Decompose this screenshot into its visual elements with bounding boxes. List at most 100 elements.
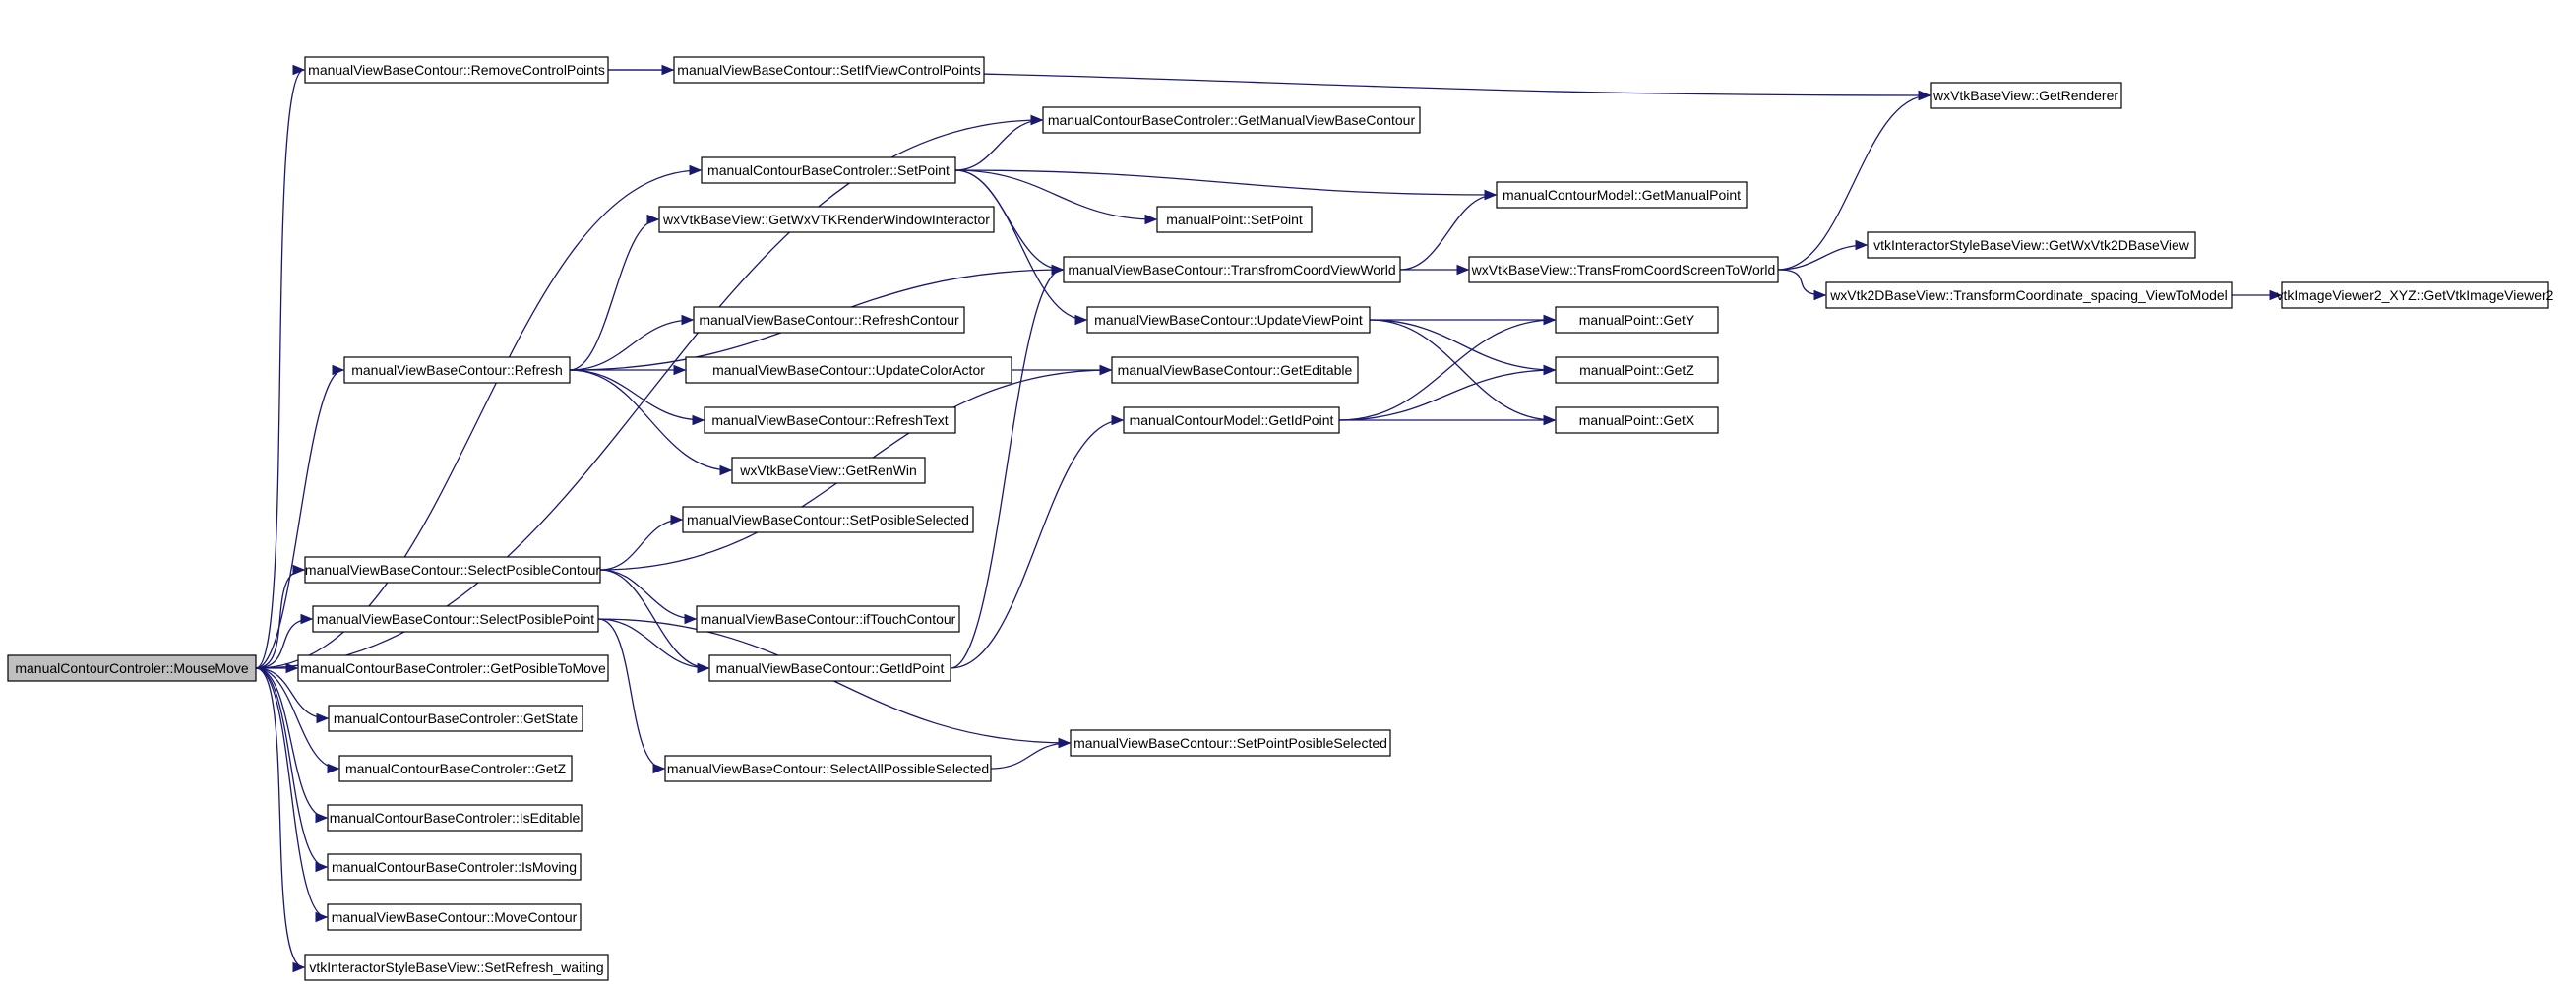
node-manualviewbasecontour-setifviewcontrolpoints[interactable]: manualViewBaseContour::SetIfViewControlP… [673,56,985,84]
node-label: manualViewBaseContour::SelectPosiblePoin… [317,611,594,627]
node-box [708,654,951,682]
node-label: wxVtkBaseView::GetRenderer [1932,88,2118,103]
node-label: manualViewBaseContour::RefreshContour [699,312,959,328]
node-label: manualViewBaseContour::GetEditable [1118,362,1353,378]
node-box [328,705,583,732]
node-manualviewbasecontour-selectallpossibleselected[interactable]: manualViewBaseContour::SelectAllPossible… [664,755,992,782]
node-label: manualViewBaseContour::UpdateColorActor [712,362,985,378]
node-manualviewbasecontour-refreshcontour[interactable]: manualViewBaseContour::RefreshContour [693,306,965,334]
node-label: manualViewBaseContour::SetPointPosibleSe… [1073,735,1387,751]
arrowhead [681,314,695,326]
node-manualviewbasecontour-updatecoloractor[interactable]: manualViewBaseContour::UpdateColorActor [685,356,1012,384]
node-manualviewbasecontour-getidpoint[interactable]: manualViewBaseContour::GetIdPoint [708,654,951,682]
node-box [1123,406,1340,434]
node-manualviewbasecontour-iftouchcontour[interactable]: manualViewBaseContour::ifTouchContour [696,605,960,633]
node-label: manualContourModel::GetIdPoint [1130,412,1334,428]
node-label: vtkImageViewer2_XYZ::GetVtkImageViewer2 [2277,287,2554,303]
node-label: manualViewBaseContour::SelectAllPossible… [667,761,989,776]
node-label: manualViewBaseContour::TransfromCoordVie… [1068,262,1395,278]
node-wxvtkbaseview-getwxvtkrenderwindowinteractor[interactable]: wxVtkBaseView::GetWxVTKRenderWindowInter… [658,206,995,233]
node-manualcontourmodel-getidpoint[interactable]: manualContourModel::GetIdPoint [1123,406,1340,434]
node-vtkinteractorstylebaseview-setrefresh-waiting[interactable]: vtkInteractorStyleBaseView::SetRefresh_w… [304,954,609,981]
node-manualpoint-setpoint[interactable]: manualPoint::SetPoint [1156,206,1313,233]
node-box [701,156,956,184]
node-box [1063,256,1401,283]
node-label: manualViewBaseContour::RemoveControlPoin… [308,62,605,78]
node-manualcontourmodel-getmanualpoint[interactable]: manualContourModel::GetManualPoint [1496,181,1748,209]
node-label: wxVtkBaseView::GetWxVTKRenderWindowInter… [662,212,990,227]
node-manualviewbasecontour-movecontour[interactable]: manualViewBaseContour::MoveContour [327,903,582,931]
node-box [1555,306,1719,334]
edge-n0-n35 [255,667,328,819]
edge-n26-n25 [599,519,683,571]
node-box [327,853,582,881]
node-manualcontourbasecontroler-getz[interactable]: manualContourBaseControler::GetZ [338,755,573,782]
edge-n15-n20 [1369,319,1556,371]
node-box [1111,356,1359,384]
node-manualviewbasecontour-setposibleselected[interactable]: manualViewBaseContour::SetPosibleSelecte… [682,506,974,533]
edge-n0-n17 [255,369,344,669]
node-box [696,605,960,633]
node-box [1468,256,1779,283]
edge-n30-n9 [950,269,1064,669]
node-manualcontourbasecontroler-setpoint[interactable]: manualContourBaseControler::SetPoint [701,156,956,184]
node-label: manualPoint::GetY [1579,312,1695,328]
edge-n9-n6 [1399,194,1497,271]
node-manualviewbasecontour-refresh[interactable]: manualViewBaseContour::Refresh [343,356,571,384]
arrowhead [1543,364,1557,376]
node-manualviewbasecontour-setpointposibleselected[interactable]: manualViewBaseContour::SetPointPosibleSe… [1070,729,1391,757]
node-manualviewbasecontour-geteditable[interactable]: manualViewBaseContour::GetEditable [1111,356,1359,384]
node-wxvtkbaseview-getrenderer[interactable]: wxVtkBaseView::GetRenderer [1930,82,2122,109]
node-manualpoint-getx[interactable]: manualPoint::GetX [1555,406,1719,434]
node-label: vtkInteractorStyleBaseView::SetRefresh_w… [309,959,603,975]
node-box [658,206,995,233]
node-vtkimageviewer2-xyz-getvtkimageviewer2[interactable]: vtkImageViewer2_XYZ::GetVtkImageViewer2 [2277,281,2554,309]
node-box [327,804,583,832]
node-manualcontourbasecontroler-ismoving[interactable]: manualContourBaseControler::IsMoving [327,853,582,881]
node-label: manualContourModel::GetManualPoint [1503,187,1741,203]
node-manualcontourcontroler-mousemove[interactable]: manualContourControler::MouseMove [7,654,257,682]
edge-n17-n14 [569,319,694,371]
arrowhead [1030,114,1044,126]
node-manualviewbasecontour-refreshtext[interactable]: manualViewBaseContour::RefreshText [704,406,956,434]
edge-n0-n5 [255,169,702,669]
edge-n26-n30 [599,569,709,669]
node-manualcontourbasecontroler-iseditable[interactable]: manualContourBaseControler::IsEditable [327,804,583,832]
node-vtkinteractorstylebaseview-getwxvtk2dbaseview[interactable]: vtkInteractorStyleBaseView::GetWxVtk2DBa… [1867,231,2196,259]
arrowhead [316,712,330,724]
node-manualviewbasecontour-transfromcoordviewworld[interactable]: manualViewBaseContour::TransfromCoordVie… [1063,256,1401,283]
node-manualviewbasecontour-selectposiblepoint[interactable]: manualViewBaseContour::SelectPosiblePoin… [312,605,599,633]
arrowhead [652,763,666,774]
node-box [304,556,601,584]
node-wxvtkbaseview-transfromcoordscreentoworld[interactable]: wxVtkBaseView::TransFromCoordScreenToWor… [1468,256,1779,283]
node-manualpoint-getz[interactable]: manualPoint::GetZ [1555,356,1719,384]
node-box [685,356,1012,384]
node-label: manualContourBaseControler::IsMoving [332,859,577,875]
node-wxvtkbaseview-getrenwin[interactable]: wxVtkBaseView::GetRenWin [731,457,926,484]
edge-n0-n31 [255,667,329,719]
arrowhead [1058,737,1072,749]
node-box [1825,281,2233,309]
node-manualviewbasecontour-updateviewpoint[interactable]: manualViewBaseContour::UpdateViewPoint [1086,306,1371,334]
edge-n15-n23 [1369,319,1556,421]
edge-n22-n16 [1338,319,1556,421]
node-wxvtk2dbaseview-transformcoordinate-spacing-viewtomodel[interactable]: wxVtk2DBaseView::TransformCoordinate_spa… [1825,281,2233,309]
node-manualcontourbasecontroler-getstate[interactable]: manualContourBaseControler::GetState [328,705,583,732]
node-manualpoint-gety[interactable]: manualPoint::GetY [1555,306,1719,334]
edges-layer [255,64,2283,973]
node-manualcontourbasecontroler-getposibletomove[interactable]: manualContourBaseControler::GetPosibleTo… [297,654,609,682]
arrowhead [300,613,314,625]
node-label: wxVtkBaseView::TransFromCoordScreenToWor… [1471,262,1776,278]
edge-n5-n4 [954,119,1043,171]
node-box [704,406,956,434]
node-box [693,306,965,334]
node-manualcontourbasecontroler-getmanualviewbasecontour[interactable]: manualContourBaseControler::GetManualVie… [1042,106,1421,134]
node-manualviewbasecontour-removecontrolpoints[interactable]: manualViewBaseContour::RemoveControlPoin… [304,56,609,84]
node-manualviewbasecontour-selectposiblecontour[interactable]: manualViewBaseContour::SelectPosibleCont… [304,556,601,584]
arrowhead [719,464,733,476]
node-label: manualViewBaseContour::SetIfViewControlP… [677,62,980,78]
arrowhead [292,961,306,973]
node-box [7,654,257,682]
node-label: manualViewBaseContour::RefreshText [711,412,948,428]
edge-n22-n20 [1338,369,1556,421]
